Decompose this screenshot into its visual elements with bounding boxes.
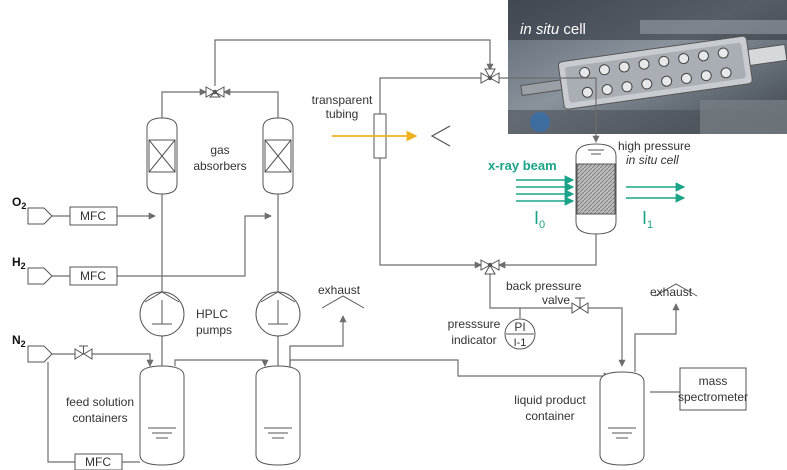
hplc-pump-left [140, 292, 184, 336]
liquid-label-1: liquid product [514, 393, 586, 407]
in-situ-cell-photo: in situ cell [508, 0, 787, 134]
bp-label-2: valve [542, 293, 570, 307]
gas-inlet-h2: H2 [12, 255, 52, 284]
svg-text:I-1: I-1 [514, 337, 527, 349]
svg-text:spectrometer: spectrometer [678, 390, 748, 404]
three-way-valve-outlet [481, 260, 499, 274]
liquid-product-container [600, 372, 644, 465]
pi-label-2: indicator [451, 333, 496, 347]
hp-cell-label-2: in situ cell [626, 153, 679, 167]
gas-absorber-right [263, 118, 293, 194]
gas-inlet-n2: N2 [12, 333, 52, 362]
photo-caption: in situ cell [520, 21, 586, 38]
transparent-label-2: tubing [326, 107, 359, 121]
hp-cell-label-1: high pressure [618, 139, 691, 153]
transparent-label-1: transparent [312, 93, 373, 107]
gas-label-h2: H2 [12, 255, 26, 271]
gas-label-n2: N2 [12, 333, 26, 349]
gas-absorber-left [147, 118, 177, 194]
exhaust-left-label: exhaust [318, 283, 361, 297]
svg-text:mass: mass [699, 374, 728, 388]
detector-icon [432, 126, 450, 146]
pressure-indicator-pi: PI I-1 [505, 319, 535, 349]
feed-container-right [256, 366, 300, 465]
bp-label-1: back pressure [506, 279, 582, 293]
mfc-n2: MFC [75, 454, 122, 470]
svg-text:MFC: MFC [85, 455, 111, 469]
hplc-pump-right [256, 292, 300, 336]
hplc-label-2: pumps [196, 323, 232, 337]
gas-label-o2: O2 [12, 195, 26, 211]
n2-valve [75, 346, 92, 359]
xray-label: x-ray beam [488, 158, 557, 173]
three-way-valve-cell-inlet [481, 69, 499, 83]
mfc-o2: MFC [70, 207, 117, 225]
feed-label-1: feed solution [66, 395, 134, 409]
in-situ-cell [576, 144, 616, 234]
back-pressure-valve [572, 298, 588, 313]
svg-text:MFC: MFC [80, 269, 106, 283]
mfc-h2: MFC [70, 267, 117, 285]
gas-absorbers-label-1: gas [210, 143, 229, 157]
mass-spectrometer: mass spectrometer [678, 368, 748, 410]
exhaust-right-label: exhaust [650, 285, 693, 299]
i1-label: I1 [642, 208, 653, 231]
exhaust-left-symbol [322, 296, 364, 308]
gas-inlet-o2: O2 [12, 195, 52, 224]
three-way-valve-absorbers [206, 87, 224, 97]
svg-text:PI: PI [514, 320, 525, 334]
i0-label: I0 [534, 208, 545, 231]
feed-label-2: containers [72, 411, 127, 425]
hplc-label-1: HPLC [196, 307, 228, 321]
feed-container-left [140, 366, 184, 465]
svg-text:MFC: MFC [80, 209, 106, 223]
liquid-label-2: container [525, 409, 574, 423]
pi-label-1: presssure [448, 317, 501, 331]
gas-absorbers-label-2: absorbers [193, 159, 246, 173]
